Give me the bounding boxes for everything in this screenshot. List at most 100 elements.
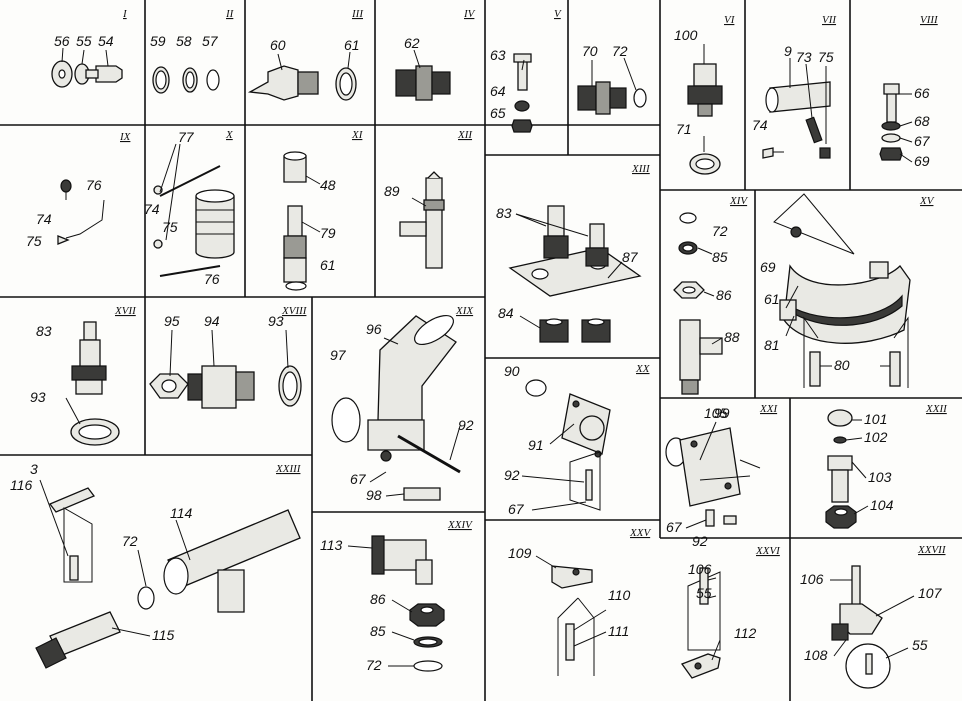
- part-label: 85: [370, 623, 386, 639]
- panel-number: XXII: [925, 403, 948, 415]
- part-label: 72: [366, 657, 382, 673]
- part-label: 61: [764, 291, 780, 307]
- part-label: 61: [344, 37, 360, 53]
- part-label: 94: [204, 313, 220, 329]
- part-label: 92: [504, 467, 520, 483]
- panel-number: XXIV: [447, 519, 473, 531]
- panel-number: XIII: [631, 163, 651, 175]
- part-label: 111: [608, 623, 629, 639]
- part-label: 58: [176, 33, 192, 49]
- panel-number: XX: [635, 363, 651, 375]
- part-group-XXIV: [371, 535, 445, 672]
- part-label: 67: [508, 501, 525, 517]
- panel-number: V: [554, 8, 562, 20]
- panel-number: XXVI: [755, 545, 781, 557]
- part-label: 76: [86, 177, 102, 193]
- part-group-XVIII: [149, 365, 302, 409]
- part-group-X: [153, 165, 235, 277]
- part-label: 67: [666, 519, 683, 535]
- panel-number: XII: [457, 129, 473, 141]
- part-label: 104: [870, 497, 894, 513]
- part-group-XXI: [665, 427, 761, 527]
- part-group-XI: [283, 151, 307, 291]
- part-label: 57: [202, 33, 219, 49]
- part-label: 63: [490, 47, 506, 63]
- part-label: 69: [914, 153, 930, 169]
- panel-number: VII: [822, 14, 837, 26]
- part-label: 110: [608, 587, 631, 603]
- part-label: 96: [366, 321, 382, 337]
- part-group-VIII: [879, 83, 903, 161]
- part-number-labels: 56 55 54 59 58 57 60 61 62 63 64 65 70 7…: [10, 27, 943, 673]
- part-label: 62: [404, 35, 420, 51]
- part-group-XXIII: [35, 487, 301, 669]
- part-label: 84: [498, 305, 514, 321]
- part-label: 103: [868, 469, 892, 485]
- part-label: 79: [320, 225, 336, 241]
- part-label: 83: [496, 205, 512, 221]
- panel-number: XXVII: [917, 544, 947, 556]
- part-label: 106: [800, 571, 824, 587]
- part-group-VI: [687, 63, 723, 175]
- part-label: 75: [26, 233, 42, 249]
- part-group-IV: [395, 65, 451, 101]
- part-label: 72: [712, 223, 728, 239]
- part-group-I: [51, 60, 123, 88]
- panel-number: VIII: [920, 14, 939, 26]
- part-label: 99: [714, 405, 730, 421]
- part-group-XV: [773, 193, 911, 388]
- part-label: 92: [692, 533, 708, 549]
- part-group-XX: [525, 379, 611, 511]
- part-label: 108: [804, 647, 828, 663]
- part-label: 93: [30, 389, 46, 405]
- part-label: 95: [164, 313, 180, 329]
- panel-number: IX: [119, 131, 132, 143]
- part-label: 107: [918, 585, 943, 601]
- part-label: 81: [764, 337, 780, 353]
- part-label: 70: [582, 43, 598, 59]
- part-group-III: [247, 65, 357, 101]
- part-label: 85: [712, 249, 728, 265]
- part-group-XVII: [70, 321, 120, 446]
- part-label: 72: [122, 533, 138, 549]
- part-label: 83: [36, 323, 52, 339]
- part-label: 90: [504, 363, 520, 379]
- part-group-XXVII: [831, 565, 891, 689]
- panel-number: XVIII: [281, 305, 308, 317]
- part-group-XIII: [508, 205, 642, 343]
- part-label: 55: [696, 585, 712, 601]
- part-label: 9: [784, 43, 792, 59]
- part-label: 113: [320, 537, 343, 553]
- leader-lines: [39, 44, 915, 667]
- part-label: 56: [54, 33, 70, 49]
- part-label: 105: [704, 405, 728, 421]
- part-label: 74: [752, 117, 768, 133]
- panel-number: III: [351, 8, 364, 20]
- part-label: 93: [268, 313, 284, 329]
- part-label: 74: [36, 211, 52, 227]
- part-label: 69: [760, 259, 776, 275]
- part-label: 55: [912, 637, 928, 653]
- part-label: 73: [796, 49, 812, 65]
- part-label: 92: [458, 417, 474, 433]
- part-label: 88: [724, 329, 740, 345]
- part-label: 80: [834, 357, 850, 373]
- part-label: 98: [366, 487, 382, 503]
- panel-number: XIV: [729, 195, 748, 207]
- panel-number: X: [225, 129, 234, 141]
- part-label: 102: [864, 429, 888, 445]
- part-label: 100: [674, 27, 698, 43]
- panel-number: XIX: [455, 305, 474, 317]
- part-label: 66: [914, 85, 930, 101]
- panel-number: XXI: [759, 403, 778, 415]
- part-label: 101: [864, 411, 887, 427]
- part-label: 74: [144, 201, 160, 217]
- part-label: 86: [370, 591, 386, 607]
- part-label: 86: [716, 287, 732, 303]
- part-label: 76: [204, 271, 220, 287]
- part-label: 60: [270, 37, 286, 53]
- panel-number: XXIII: [275, 463, 302, 475]
- part-group-XXVI: [680, 567, 721, 679]
- part-label: 55: [76, 33, 92, 49]
